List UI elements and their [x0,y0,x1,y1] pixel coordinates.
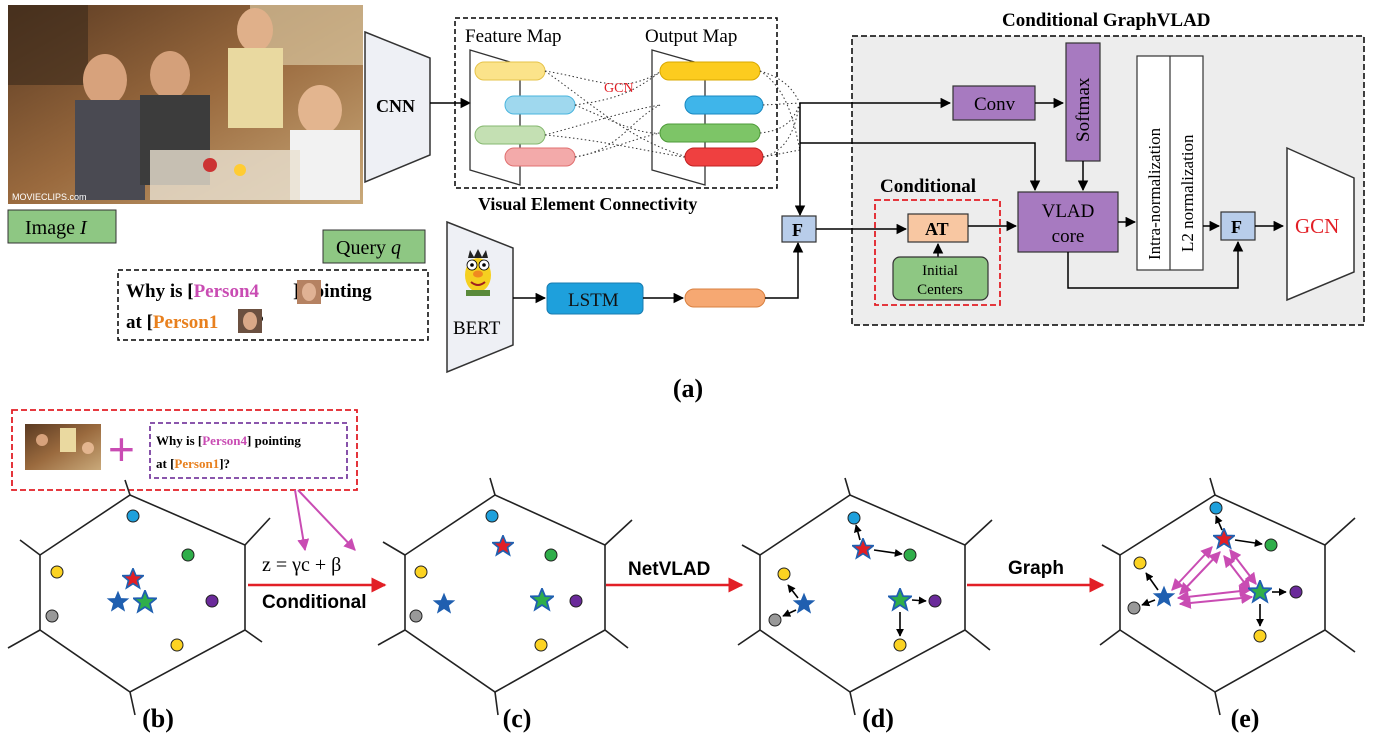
gcn-big-label: GCN [1295,214,1339,238]
bert-block [446,220,514,374]
photo-watermark: MOVIECLIPS.com [12,192,87,202]
mini-query-box [149,422,348,479]
restaurant-scene-photo: MOVIECLIPS.com [8,5,363,204]
caption-a: (a) [673,374,703,403]
conv-block [952,85,1036,121]
visual-element-connectivity-title: Visual Element Connectivity [478,194,697,214]
intra-normalization-label: Intra-normalization [1145,127,1164,260]
mini-query-line-2: at [Person1]? [156,456,230,471]
at-label: AT [925,219,949,239]
lstm-label: LSTM [568,290,619,311]
image-label: Image I [25,217,88,239]
cnn-block [364,30,431,184]
input-pair-box [11,409,358,491]
output-map-plane [651,49,706,186]
panel-d-cell [737,477,993,716]
gcn-connections [544,70,691,159]
softmax-label: Softmax [1073,77,1094,142]
vlad-core-line-1: VLAD [1042,201,1095,222]
bert-label: BERT [453,318,501,339]
plus-sign: + [108,423,135,475]
query-label-box [322,229,426,264]
conditional-formula: z = γc + β [262,554,341,576]
feature-map-label: Feature Map [465,26,562,47]
cnn-label: CNN [376,96,415,116]
l2-normalization-label: L2 normalization [1178,134,1197,252]
softmax-block [1065,42,1101,162]
image-label-box [7,209,117,244]
query-text-box [117,269,429,341]
mini-query-line-1: Why is [Person4] pointing [156,433,301,448]
caption-d: (d) [862,704,894,733]
panel-b-cell [7,479,271,716]
conditional-heading: Conditional [880,176,976,197]
gcn-block [1286,146,1355,302]
panel-e-cell [1099,477,1356,716]
caption-e: (e) [1231,704,1260,733]
query-embedding-cylinder [684,288,766,308]
fusion-left-label: F [792,220,803,240]
query-label: Query q [336,237,401,259]
at-block [907,213,969,243]
fusion-right-label: F [1231,217,1242,237]
conditional-module-box [874,199,1001,306]
visual-element-connectivity-box [454,17,778,189]
initial-centers-block [892,256,989,301]
output-map-label: Output Map [645,26,737,47]
bert-character-icon [465,249,491,296]
initial-centers-line-1: Initial [922,263,958,279]
fusion-block-right [1220,211,1256,241]
panel-c-cell [377,477,633,716]
output-cylinders [659,61,764,167]
caption-c: (c) [503,704,532,733]
query-line-1: Why is [Person4] pointing [126,281,372,302]
feature-cylinders [474,61,576,167]
gcn-small-label: GCN [604,81,634,96]
mini-scene-thumbnail [25,424,101,470]
vlad-core-line-2: core [1052,226,1085,247]
conv-label: Conv [974,94,1016,115]
graph-arrow-label: Graph [1008,558,1064,579]
feature-map-plane [469,49,521,186]
initial-centers-line-2: Centers [917,282,963,298]
conditional-graphvlad-title: Conditional GraphVLAD [1002,10,1211,31]
caption-b: (b) [142,704,174,733]
conditional-arrow-label: Conditional [262,592,366,613]
netvlad-arrow-label: NetVLAD [628,559,710,580]
vlad-core-block [1017,191,1119,253]
